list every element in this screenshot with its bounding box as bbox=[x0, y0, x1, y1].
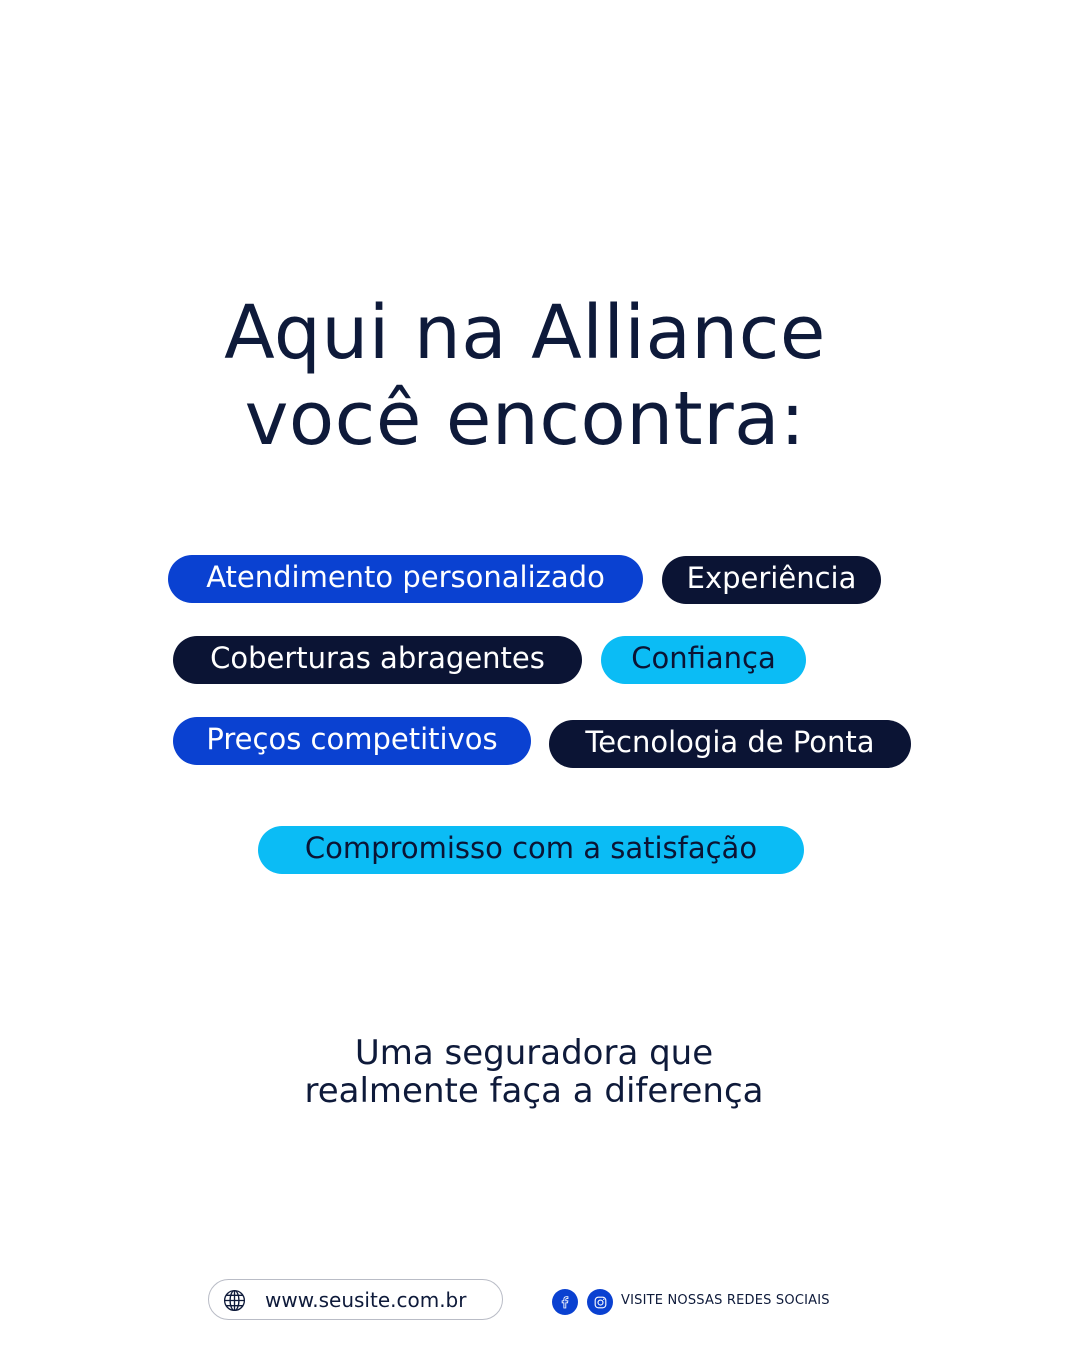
tagline-line-2: realmente faça a diferença bbox=[304, 1071, 764, 1111]
tagline: Uma seguradora que realmente faça a dife… bbox=[0, 1034, 1068, 1110]
feature-pill-coberturas: Coberturas abragentes bbox=[173, 636, 582, 684]
social-text: VISITE NOSSAS REDES SOCIAIS bbox=[621, 1293, 830, 1308]
feature-label: Preços competitivos bbox=[206, 722, 498, 756]
feature-label: Atendimento personalizado bbox=[206, 560, 605, 594]
feature-label: Confiança bbox=[631, 641, 776, 675]
website-link[interactable]: www.seusite.com.br bbox=[208, 1279, 503, 1320]
headline-line-2: você encontra: bbox=[244, 376, 806, 462]
feature-pill-compromisso: Compromisso com a satisfação bbox=[258, 826, 804, 874]
feature-label: Experiência bbox=[686, 561, 857, 595]
feature-label: Compromisso com a satisfação bbox=[304, 831, 758, 865]
website-url: www.seusite.com.br bbox=[265, 1288, 467, 1312]
instagram-icon[interactable] bbox=[587, 1289, 613, 1315]
feature-pill-experiencia: Experiência bbox=[662, 556, 881, 604]
feature-label: Coberturas abragentes bbox=[210, 641, 545, 675]
feature-label: Tecnologia de Ponta bbox=[585, 725, 875, 759]
feature-pill-confianca: Confiança bbox=[601, 636, 806, 684]
facebook-glyph bbox=[561, 1296, 569, 1309]
instagram-glyph bbox=[594, 1296, 606, 1308]
headline-line-1: Aqui na Alliance bbox=[224, 290, 826, 376]
globe-icon bbox=[223, 1289, 246, 1312]
facebook-icon[interactable] bbox=[552, 1289, 578, 1315]
feature-pill-tecnologia: Tecnologia de Ponta bbox=[549, 720, 911, 768]
feature-pill-atendimento: Atendimento personalizado bbox=[168, 555, 643, 603]
feature-pill-precos: Preços competitivos bbox=[173, 717, 531, 765]
headline: Aqui na Alliance você encontra: bbox=[0, 290, 1050, 462]
tagline-line-1: Uma seguradora que bbox=[354, 1033, 714, 1073]
